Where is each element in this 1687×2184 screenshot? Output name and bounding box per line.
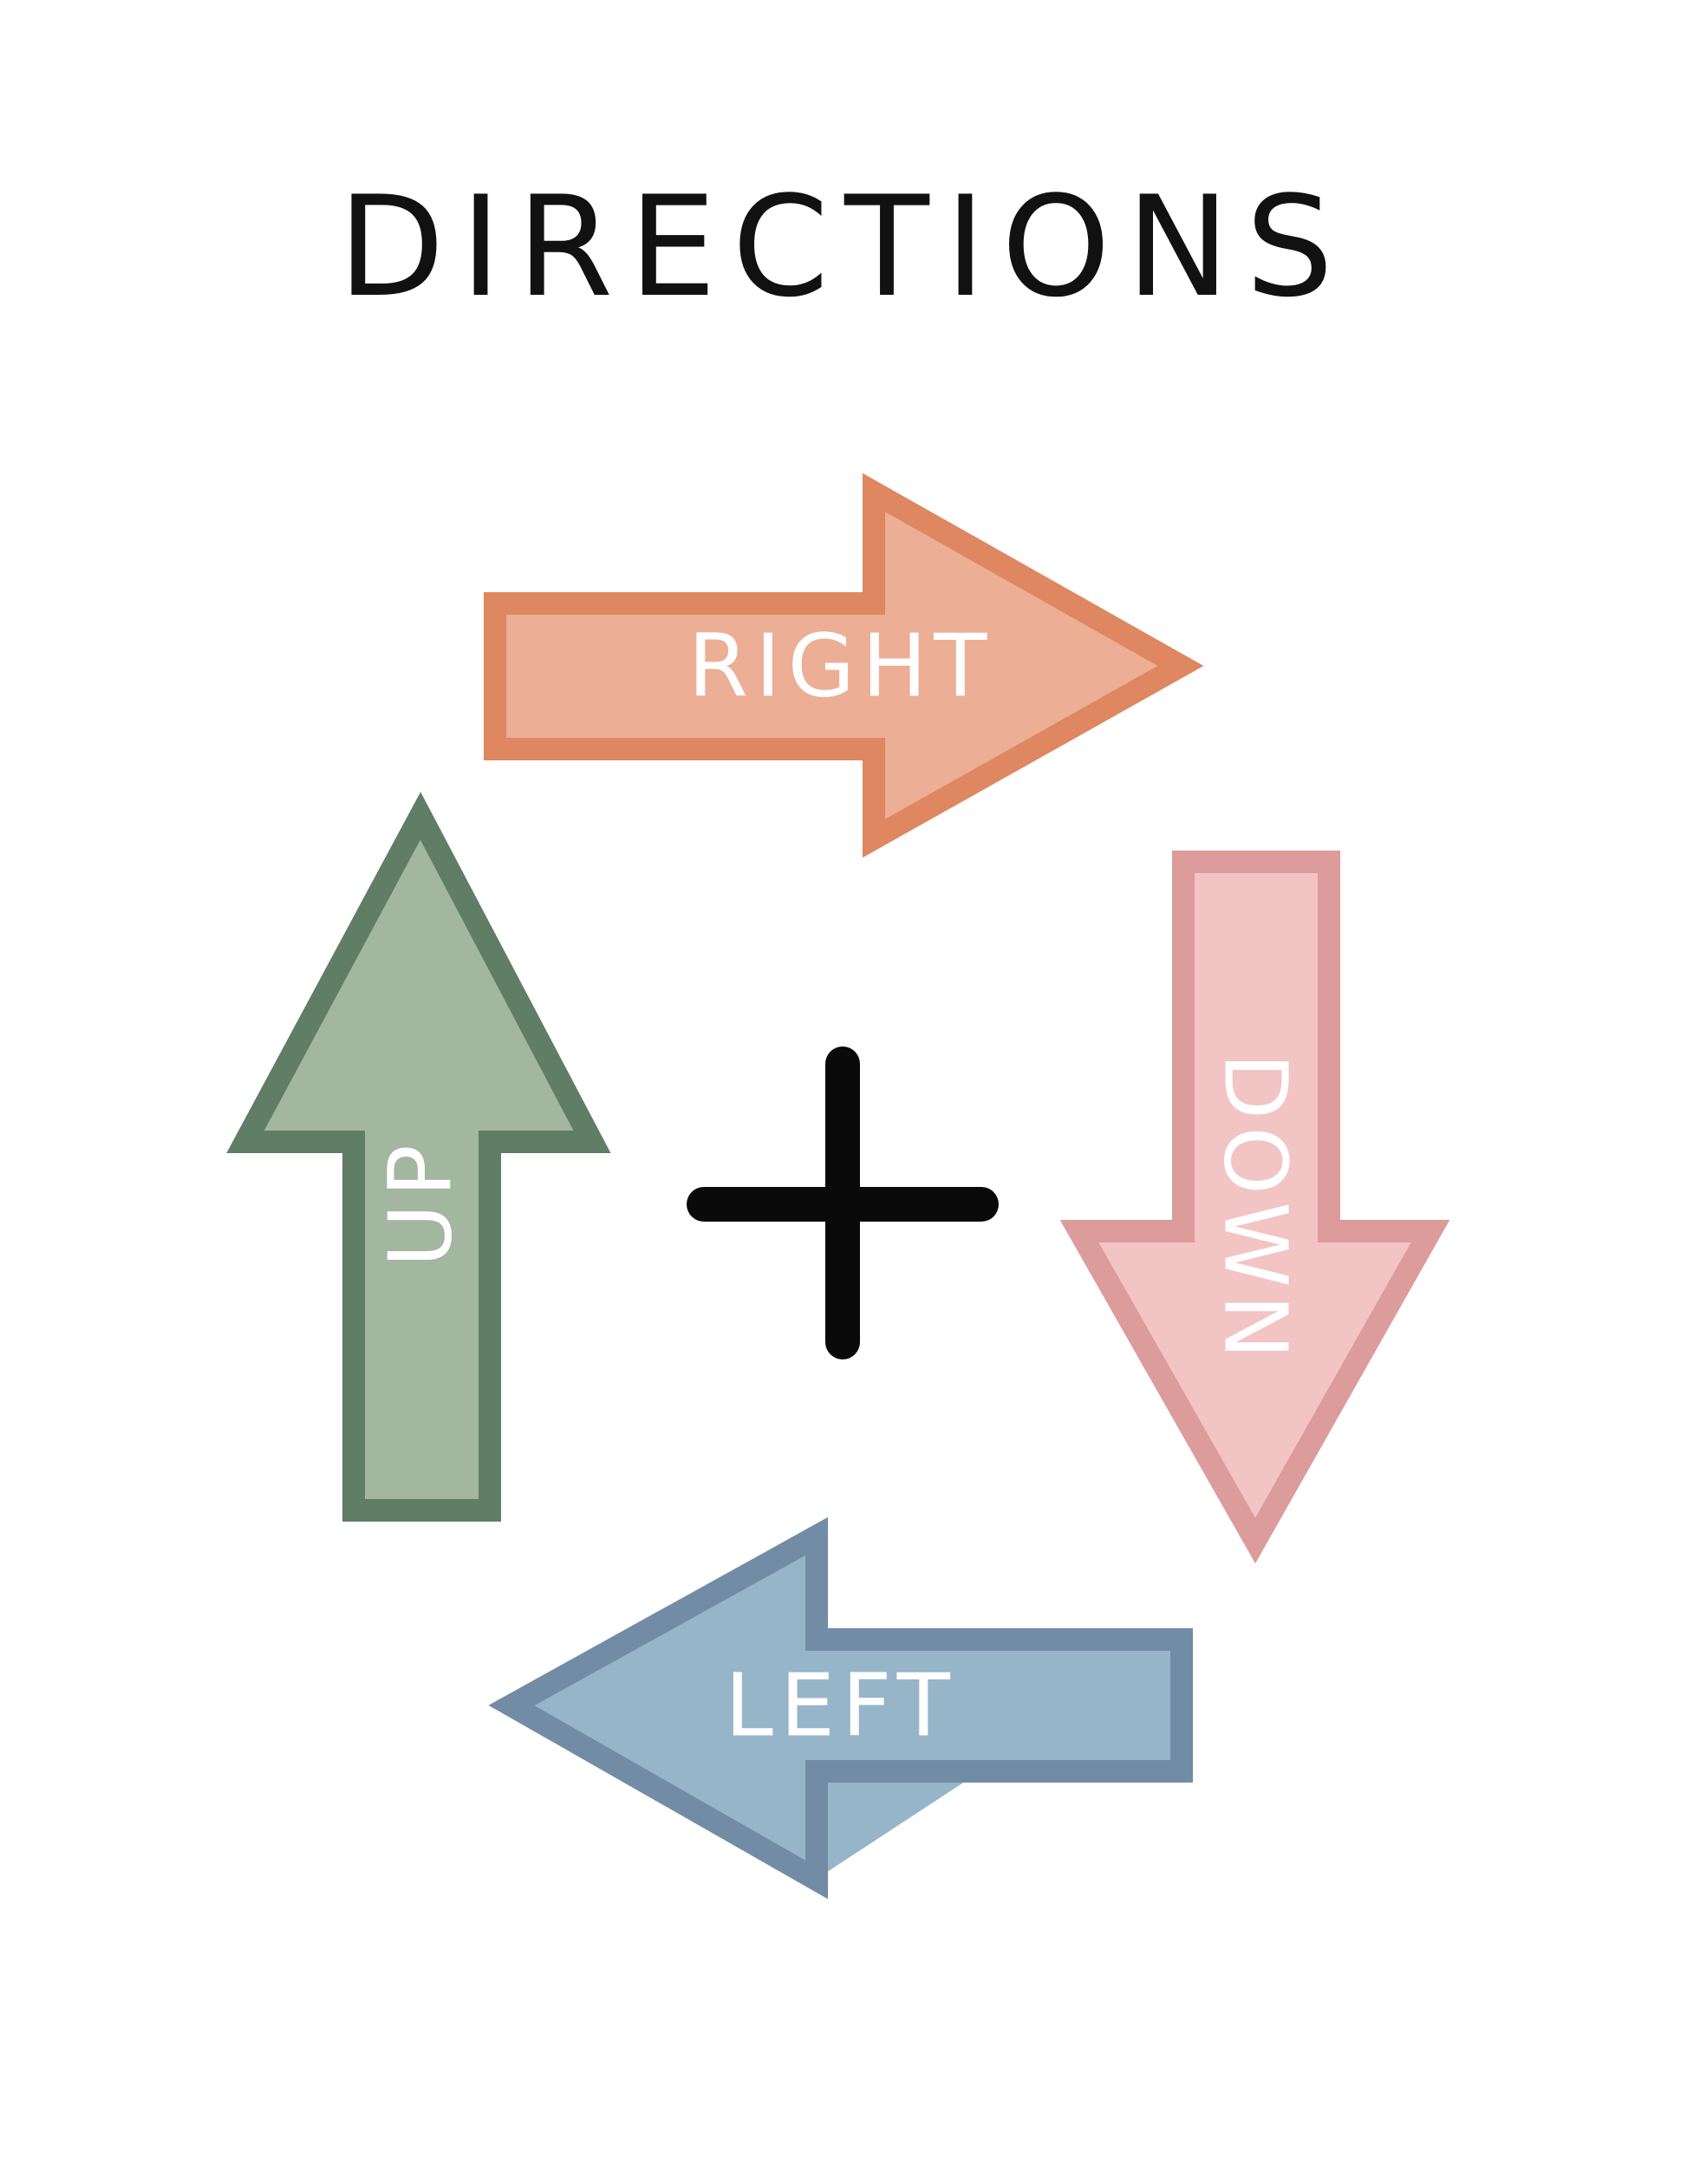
down-arrow-label: DOWN [1205, 1053, 1306, 1366]
right-arrow-label: RIGHT [688, 616, 994, 717]
up-arrow-label: UP [370, 1138, 472, 1268]
up-arrow-shape [226, 792, 611, 1522]
page-title: DIRECTIONS [337, 166, 1350, 328]
up-arrow: UP [226, 792, 611, 1522]
left-arrow-outline [488, 1516, 1193, 1900]
down-arrow: DOWN [1059, 851, 1450, 1564]
plus-icon [687, 1046, 999, 1359]
right-arrow-shape [484, 473, 1204, 858]
right-arrow: RIGHT [484, 473, 1204, 858]
left-arrow: LEFT [488, 1516, 1193, 1900]
down-arrow-shape [1059, 851, 1450, 1564]
left-arrow-label: LEFT [725, 1655, 957, 1757]
